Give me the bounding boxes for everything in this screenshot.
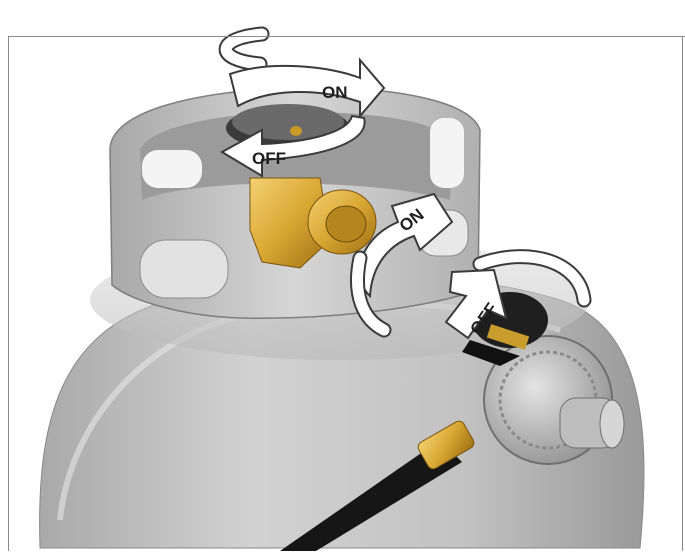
collar-window-right xyxy=(430,118,464,188)
label-top-off: OFF xyxy=(252,149,286,168)
collar-window-left xyxy=(142,150,202,188)
frame-top-line xyxy=(8,36,685,37)
label-top-on: ON xyxy=(322,83,348,102)
frame-left-line xyxy=(8,36,9,551)
frame-right-line xyxy=(682,36,683,551)
collar-handle-hole-left xyxy=(140,240,228,298)
